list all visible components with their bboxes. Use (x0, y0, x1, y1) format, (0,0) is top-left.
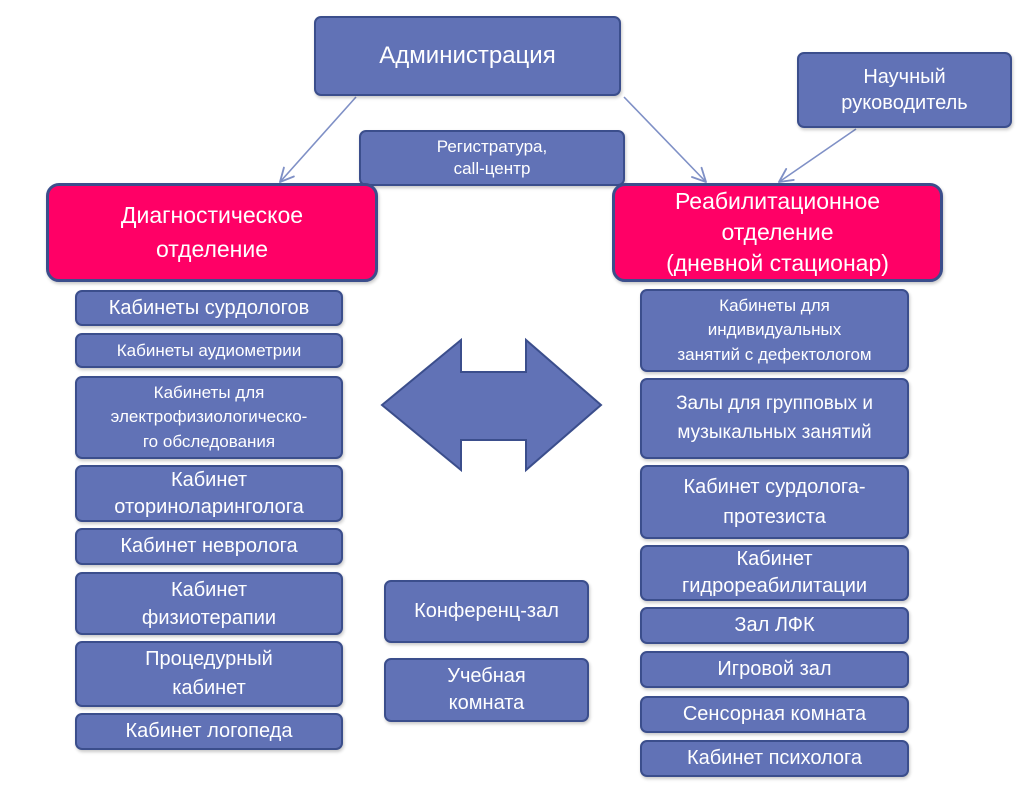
rehabilitation-room-2-label-line-2: музыкальных занятий (677, 421, 872, 443)
diagnostic-room-8-label: Кабинет логопеда (125, 720, 293, 742)
rehabilitation-room-2: Залы для групповых и музыкальных занятий (640, 378, 909, 459)
shared-room-study-label-line-2: комната (448, 692, 525, 714)
rehabilitation-department-label-line-2: отделение (721, 218, 834, 245)
scientific-director-label-line-2: руководитель (841, 92, 968, 114)
rehabilitation-room-5-label: Зал ЛФК (734, 614, 815, 636)
rehabilitation-room-1-label-line-2: индивидуальных (707, 320, 842, 340)
shared-room-conference: Конференц-зал (384, 580, 589, 643)
rehabilitation-room-7: Сенсорная комната (640, 696, 909, 733)
connector-scientific-director-to-rehabilitation (778, 128, 857, 183)
scientific-director-label-line-1: Научный (863, 66, 946, 88)
diagnostic-room-5-label: Кабинет невролога (120, 535, 298, 557)
diagnostic-room-7-label-line-2: кабинет (172, 677, 246, 699)
rehabilitation-room-3-label-line-1: Кабинет сурдолога- (683, 476, 866, 498)
rehabilitation-room-8: Кабинет психолога (640, 740, 909, 777)
shared-room-conference-label: Конференц-зал (414, 600, 559, 622)
double-arrow (380, 337, 603, 473)
rehabilitation-room-7-label: Сенсорная комната (682, 703, 867, 725)
rehabilitation-room-4: Кабинет гидрореабилитации (640, 545, 909, 601)
diagnostic-room-3-label-line-3: го обследования (142, 431, 276, 451)
diagnostic-department-label-line-1: Диагностическое (120, 202, 304, 229)
rehabilitation-room-6-label: Игровой зал (717, 658, 832, 680)
diagnostic-room-6-label-line-2: физиотерапии (141, 606, 277, 629)
diagnostic-room-4-label-line-1: Кабинет (170, 468, 248, 491)
diagnostic-room-6-label-line-1: Кабинет (170, 578, 248, 601)
rehabilitation-room-5: Зал ЛФК (640, 607, 909, 644)
shared-room-study-label-line-1: Учебная (447, 665, 526, 687)
diagnostic-room-3-label-line-2: электрофизиологическо- (110, 407, 308, 427)
rehabilitation-room-3: Кабинет сурдолога- протезиста (640, 465, 909, 539)
diagnostic-room-5: Кабинет невролога (75, 528, 343, 565)
diagnostic-room-4: Кабинет оториноларинголога (75, 465, 343, 522)
rehabilitation-room-1: Кабинеты для индивидуальных занятий с де… (640, 289, 909, 372)
rehabilitation-department-label-line-1: Реабилитационное (674, 187, 881, 214)
rehabilitation-room-6: Игровой зал (640, 651, 909, 688)
diagnostic-room-6: Кабинет физиотерапии (75, 572, 343, 635)
rehabilitation-room-1-label-line-3: занятий с дефектологом (677, 344, 872, 364)
connector-administration-to-diagnostic (279, 96, 357, 183)
diagnostic-room-7: Процедурный кабинет (75, 641, 343, 707)
diagnostic-department-label-line-2: отделение (155, 235, 269, 262)
rehabilitation-room-3-label-line-2: протезиста (723, 506, 826, 528)
rehabilitation-room-4-label-line-2: гидрореабилитации (681, 575, 868, 597)
registry-label-line-1: Регистратура, (436, 136, 548, 156)
registry-label-line-2: call-центр (453, 159, 531, 178)
rehabilitation-department-box: Реабилитационное отделение (дневной стац… (612, 183, 943, 282)
diagnostic-room-1-label: Кабинеты сурдологов (108, 296, 310, 319)
shared-room-study: Учебная комната (384, 658, 589, 722)
administration-label: Администрация (379, 42, 556, 69)
diagnostic-room-2: Кабинеты аудиометрии (75, 333, 343, 368)
rehabilitation-department-label-line-3: (дневной стационар) (666, 250, 889, 277)
diagnostic-room-1: Кабинеты сурдологов (75, 290, 343, 326)
diagnostic-room-4-label-line-2: оториноларинголога (114, 495, 304, 518)
connector-administration-to-rehabilitation (623, 96, 707, 183)
rehabilitation-room-4-label-line-1: Кабинет (736, 548, 813, 570)
administration-box: Администрация (314, 16, 621, 96)
registry-box: Регистратура, call-центр (359, 130, 625, 186)
diagnostic-room-8: Кабинет логопеда (75, 713, 343, 750)
rehabilitation-room-1-label-line-1: Кабинеты для (719, 295, 830, 315)
diagnostic-room-2-label: Кабинеты аудиометрии (116, 340, 302, 360)
rehabilitation-room-8-label: Кабинет психолога (686, 747, 863, 769)
rehabilitation-room-2-label-line-1: Залы для групповых и (676, 393, 873, 414)
diagnostic-room-3-label-line-1: Кабинеты для (153, 382, 265, 402)
diagnostic-room-3: Кабинеты для электрофизиологическо- го о… (75, 376, 343, 459)
scientific-director-box: Научный руководитель (797, 52, 1012, 128)
diagnostic-room-7-label-line-1: Процедурный (145, 648, 273, 670)
diagnostic-department-box: Диагностическое отделение (46, 183, 378, 282)
